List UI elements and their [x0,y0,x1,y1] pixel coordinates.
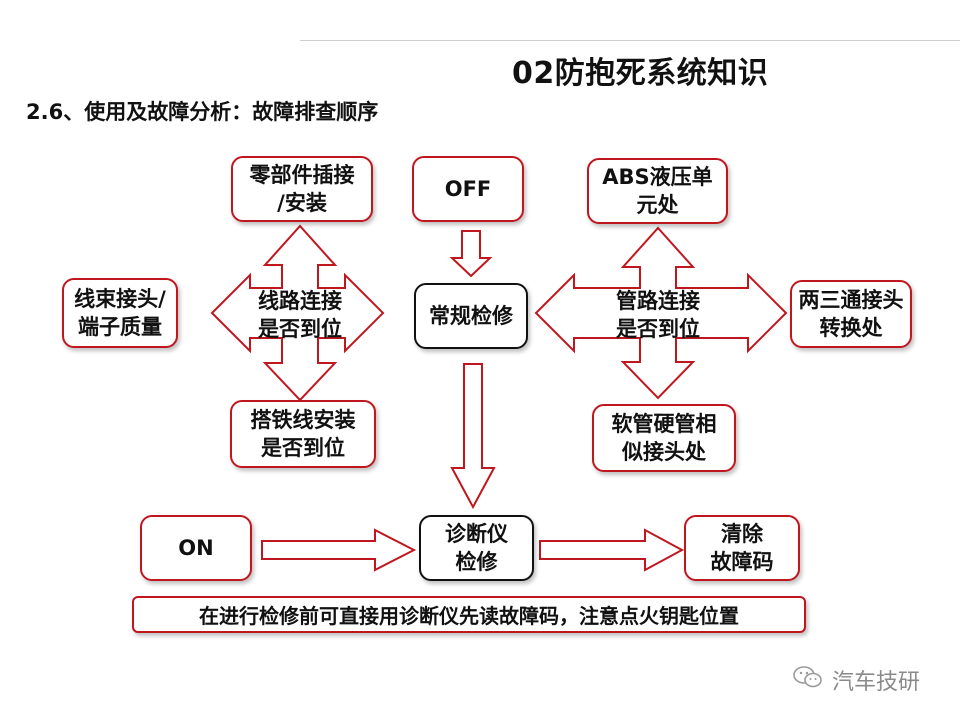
diag-to-clear-arrow [539,528,685,572]
label-pipe-check: 管路连接 是否到位 [616,289,700,341]
box-off: OFF [412,156,524,222]
watermark: 汽车技研 [792,664,920,696]
box-tee-joint: 两三通接头 转换处 [790,280,912,348]
note-box: 在进行检修前可直接用诊断仪先读故障码，注意点火钥匙位置 [132,596,806,633]
box-abs-unit: ABS液压单 元处 [587,158,728,224]
watermark-text: 汽车技研 [832,670,921,695]
label-wiring-check: 线路连接 是否到位 [258,289,342,341]
box-diag-check: 诊断仪 检修 [419,515,534,581]
box-parts-install: 零部件插接 /安装 [231,156,373,222]
on-to-diag-arrow [261,528,417,572]
header-divider [300,40,960,41]
box-harness: 线束接头/ 端子质量 [62,278,178,348]
box-hose-joint: 软管硬管相 似接头处 [592,404,736,472]
section-subtitle: 2.6、使用及故障分析：故障排查顺序 [26,100,379,124]
pipe-cross-arrow [534,226,788,400]
page-title: 02防抱死系统知识 [512,56,769,91]
box-clear-codes: 清除 故障码 [684,515,800,581]
off-to-routine-arrow [449,230,493,278]
box-on: ON [140,515,252,581]
box-ground-wire: 搭铁线安装 是否到位 [230,400,376,468]
box-routine-check: 常规检修 [414,283,528,349]
routine-to-diag-arrow [450,363,496,510]
wechat-icon [792,664,824,696]
